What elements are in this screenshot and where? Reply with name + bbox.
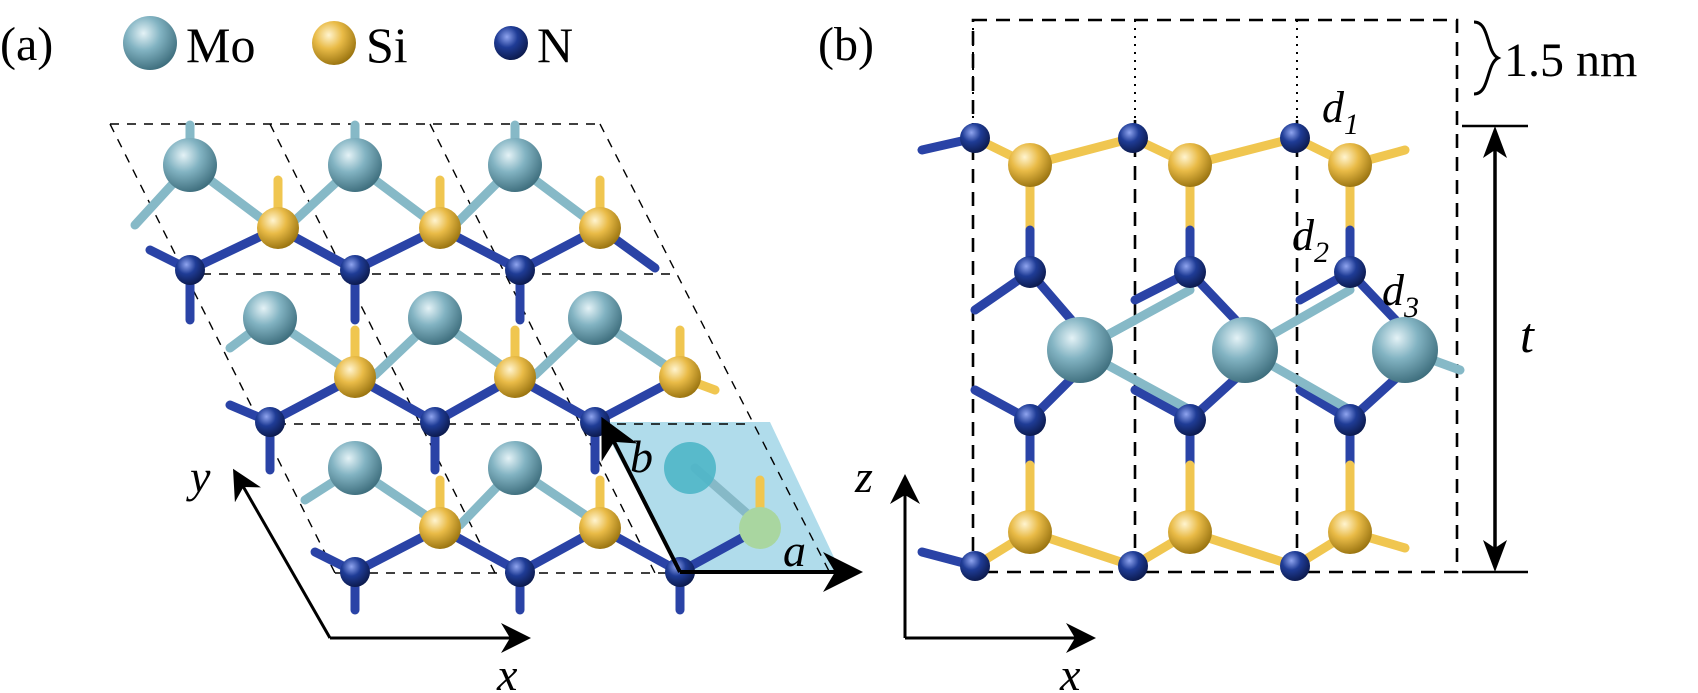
mo-atom xyxy=(408,291,462,345)
n-atom xyxy=(580,407,610,437)
mo-atom xyxy=(328,138,382,192)
mo-atom xyxy=(568,291,622,345)
si-atom xyxy=(579,207,621,249)
mo-atom xyxy=(163,138,217,192)
n-atom xyxy=(1334,404,1366,436)
n-atom xyxy=(1280,123,1310,153)
panel-b-axes: x z xyxy=(854,451,1096,693)
panel-a-top-view: a b x y xyxy=(109,120,863,693)
x-axis-label: x xyxy=(1059,649,1081,693)
n-atom xyxy=(960,551,990,581)
si-atom xyxy=(1008,510,1052,554)
legend-si-swatch xyxy=(312,21,356,65)
thickness-arrow-head-top xyxy=(1483,126,1507,158)
legend-n-swatch xyxy=(494,26,528,60)
y-axis-label: y xyxy=(186,451,211,502)
n-atom xyxy=(1174,404,1206,436)
si-atom xyxy=(1328,510,1372,554)
n-atom xyxy=(505,255,535,285)
n-atom xyxy=(340,557,370,587)
side-view-cell-box xyxy=(971,18,1459,574)
lattice-vectors: a b xyxy=(601,416,863,592)
n-atom xyxy=(505,557,535,587)
si-atom xyxy=(659,356,701,398)
si-atom-in-cell xyxy=(739,507,781,549)
si-atom xyxy=(1008,143,1052,187)
vacuum-brace xyxy=(1473,20,1502,96)
mo-atom xyxy=(1047,317,1113,383)
mo-atom xyxy=(1212,317,1278,383)
bond-d3-label: d3 xyxy=(1382,266,1419,324)
mo-atom xyxy=(328,441,382,495)
lattice-vector-b-label: b xyxy=(630,431,653,482)
mo-atom xyxy=(488,441,542,495)
panel-a-axes: x y xyxy=(186,451,531,693)
mo-atom xyxy=(1372,317,1438,383)
n-atom xyxy=(255,407,285,437)
legend-mo-swatch xyxy=(123,16,177,70)
thickness-arrow-head-bottom xyxy=(1483,540,1507,572)
n-atom xyxy=(960,123,990,153)
panel-b-side-view: (b) xyxy=(818,18,1637,693)
bond-d1-label: d1 xyxy=(1322,83,1359,141)
si-atom xyxy=(494,356,536,398)
mo-atom-in-cell xyxy=(664,442,716,494)
top-view-atoms xyxy=(163,138,781,587)
n-atom xyxy=(340,255,370,285)
panel-a-tag: (a) xyxy=(0,18,53,71)
legend-mo-label: Mo xyxy=(186,17,255,73)
thickness-label: t xyxy=(1520,307,1535,363)
n-atom xyxy=(1334,256,1366,288)
panel-b-tag: (b) xyxy=(818,18,874,71)
n-atom xyxy=(1118,123,1148,153)
x-axis-label: x xyxy=(496,649,518,693)
lattice-vector-a-label: a xyxy=(783,525,806,576)
vacuum-thickness-label: 1.5 nm xyxy=(1504,34,1637,87)
si-atom xyxy=(419,507,461,549)
si-atom xyxy=(1168,143,1212,187)
n-atom xyxy=(1014,256,1046,288)
n-atom xyxy=(1014,404,1046,436)
mo-atom xyxy=(488,138,542,192)
legend-n-label: N xyxy=(537,17,573,73)
mo-atom xyxy=(243,291,297,345)
lattice-vector-b-arrow xyxy=(601,416,682,573)
side-view-atoms xyxy=(960,123,1438,581)
si-atom xyxy=(579,507,621,549)
n-atom xyxy=(1174,256,1206,288)
si-atom xyxy=(419,207,461,249)
n-atom xyxy=(175,255,205,285)
si-atom xyxy=(334,356,376,398)
si-atom xyxy=(257,207,299,249)
legend: (a) Mo Si N xyxy=(0,16,573,73)
n-atom xyxy=(1280,551,1310,581)
si-atom xyxy=(1328,143,1372,187)
n-atom xyxy=(1118,551,1148,581)
si-atom xyxy=(1168,510,1212,554)
z-axis-label: z xyxy=(854,451,873,502)
bond-d2-label: d2 xyxy=(1292,211,1329,269)
y-axis-arrow xyxy=(233,468,332,639)
legend-si-label: Si xyxy=(366,17,408,73)
n-atom xyxy=(420,407,450,437)
